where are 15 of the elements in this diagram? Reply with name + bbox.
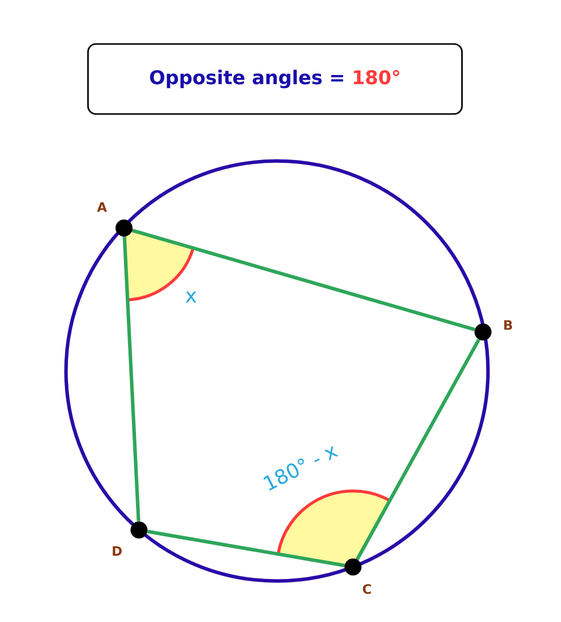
angle-label: 180° - x — [263, 446, 338, 490]
point-label: A — [97, 202, 107, 212]
point-label: B — [504, 320, 512, 330]
side-line — [122, 236, 140, 522]
point-label: D — [112, 546, 122, 556]
point-dot — [344, 558, 362, 576]
point-dot — [474, 324, 492, 340]
point-dot — [130, 522, 148, 538]
point-dot — [116, 220, 132, 236]
angle-label: x — [186, 292, 196, 302]
title-box: Opposite angles = 180° — [87, 43, 463, 115]
point-label: C — [362, 584, 371, 594]
side-line — [147, 530, 345, 568]
side-line — [132, 228, 476, 332]
side-line — [356, 338, 480, 560]
